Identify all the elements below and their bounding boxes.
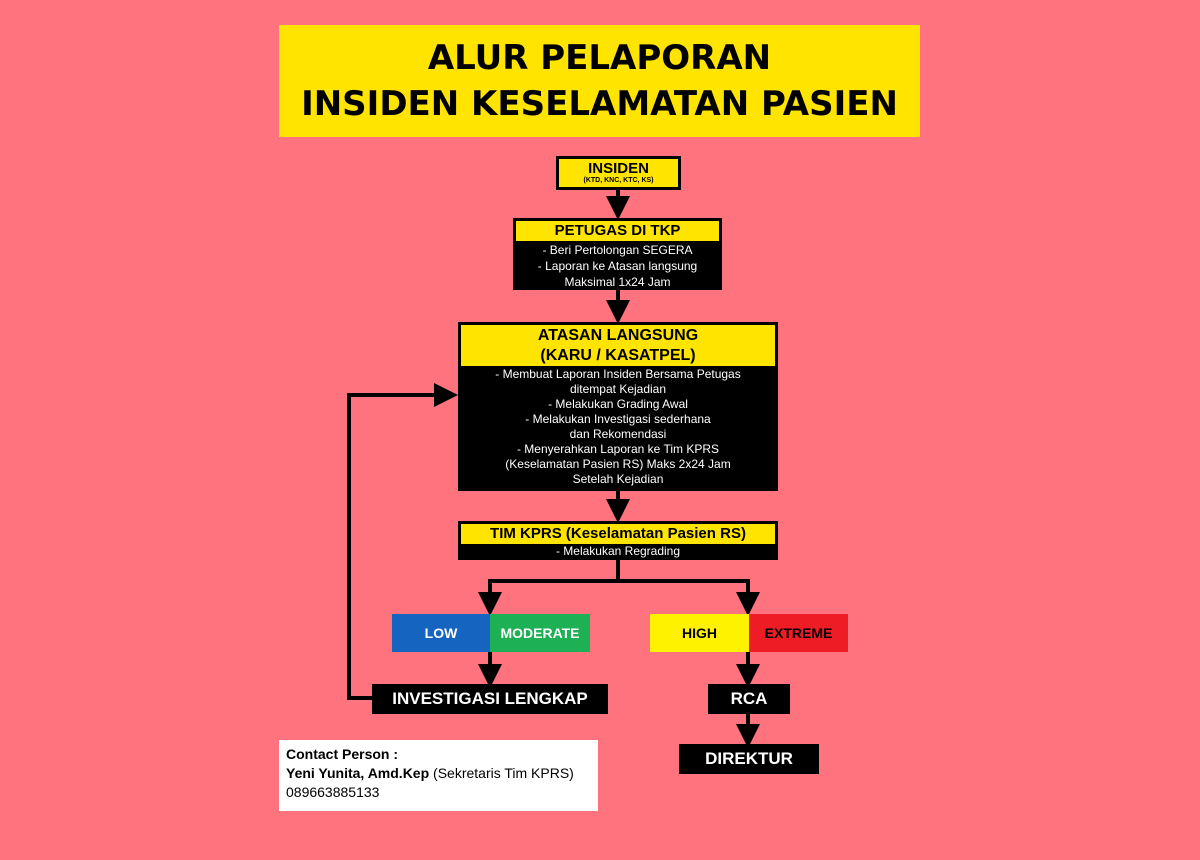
petugas-line: Maksimal 1x24 Jam — [564, 275, 671, 289]
atasan-body: - Membuat Laporan Insiden Bersama Petuga… — [461, 366, 775, 487]
tim-kprs-box: TIM KPRS (Keselamatan Pasien RS) - Melak… — [458, 521, 778, 560]
insiden-subtext: (KTD, KNC, KTC, KS) — [583, 177, 654, 184]
atasan-line: - Menyerahkan Laporan ke Tim KPRS — [516, 442, 720, 456]
contact-role: (Sekretaris Tim KPRS) — [429, 765, 574, 781]
atasan-heading: ATASAN LANGSUNG (KARU / KASATPEL) — [461, 325, 775, 366]
feedback-arrow — [347, 383, 458, 700]
atasan-line: dan Rekomendasi — [569, 427, 667, 441]
tim-kprs-heading: TIM KPRS (Keselamatan Pasien RS) — [461, 524, 775, 544]
insiden-heading: INSIDEN — [588, 160, 649, 177]
title-line-1: ALUR PELAPORAN — [427, 38, 772, 78]
rca-box: RCA — [708, 684, 790, 714]
title-line-2: INSIDEN KESELAMATAN PASIEN — [301, 84, 898, 124]
title-banner: ALUR PELAPORAN INSIDEN KESELAMATAN PASIE… — [279, 25, 920, 137]
tim-kprs-line: - Melakukan Regrading — [555, 544, 681, 558]
petugas-line: - Beri Pertolongan SEGERA — [542, 243, 693, 257]
branch-connector-right — [618, 579, 760, 616]
petugas-line: - Laporan ke Atasan langsung — [537, 259, 698, 273]
atasan-line: ditempat Kejadian — [569, 382, 667, 396]
insiden-box: INSIDEN (KTD, KNC, KTC, KS) — [556, 156, 681, 190]
atasan-line: (Keselamatan Pasien RS) Maks 2x24 Jam — [505, 457, 731, 471]
direktur-box: DIREKTUR — [679, 744, 819, 774]
investigasi-lengkap-box: INVESTIGASI LENGKAP — [372, 684, 608, 714]
petugas-box: PETUGAS DI TKP - Beri Pertolongan SEGERA… — [513, 218, 722, 290]
atasan-line: - Melakukan Grading Awal — [548, 397, 688, 411]
category-low: LOW — [392, 614, 490, 652]
atasan-line: - Melakukan Investigasi sederhana — [525, 412, 711, 426]
category-high: HIGH — [650, 614, 749, 652]
atasan-heading-line-2: (KARU / KASATPEL) — [540, 347, 696, 364]
branch-connector — [478, 560, 620, 616]
atasan-line: - Membuat Laporan Insiden Bersama Petuga… — [495, 367, 741, 381]
petugas-heading: PETUGAS DI TKP — [516, 221, 719, 241]
contact-card: Contact Person : Yeni Yunita, Amd.Kep (S… — [279, 740, 598, 811]
atasan-line: Setelah Kejadian — [572, 472, 664, 486]
contact-phone: 089663885133 — [286, 784, 380, 800]
category-moderate: MODERATE — [490, 614, 590, 652]
contact-name-line: Yeni Yunita, Amd.Kep (Sekretaris Tim KPR… — [286, 764, 598, 783]
atasan-heading-line-1: ATASAN LANGSUNG — [537, 327, 699, 344]
atasan-box: ATASAN LANGSUNG (KARU / KASATPEL) - Memb… — [458, 322, 778, 491]
petugas-body: - Beri Pertolongan SEGERA - Laporan ke A… — [516, 241, 719, 290]
contact-name: Yeni Yunita, Amd.Kep — [286, 765, 430, 781]
category-extreme: EXTREME — [749, 614, 848, 652]
contact-label: Contact Person : — [286, 746, 399, 762]
